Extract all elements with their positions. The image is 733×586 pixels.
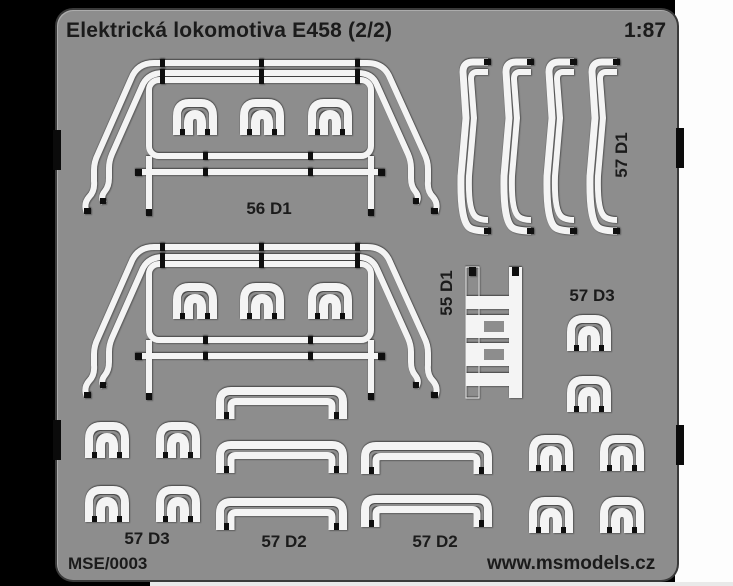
- scan-paper-edge-bottom: [150, 582, 733, 586]
- scan-paper-background-right: [675, 0, 733, 586]
- handles-57d3-bottom-left-graphic: [89, 426, 196, 522]
- handles-bottom-right-graphic: [533, 439, 640, 533]
- part-label-56d1: 56 D1: [246, 199, 292, 218]
- part-label-57d2-middle: 57 D2: [261, 532, 307, 551]
- handles-57d3-right-graphic: [571, 319, 607, 412]
- assembly-56d1-graphic: [84, 59, 438, 216]
- staples-57d2-middle-graphic: [220, 391, 343, 530]
- edge-tab-right-top: [676, 128, 684, 168]
- scale-label: 1:87: [623, 19, 666, 42]
- handrail-brackets-57d1-graphic: [461, 59, 620, 234]
- sheet-title: Elektrická lokomotiva E458 (2/2): [66, 19, 393, 42]
- edge-tab-left-bottom: [53, 420, 61, 460]
- sheet-code: MSE/0003: [68, 554, 148, 573]
- part-label-57d3-right: 57 D3: [569, 286, 615, 305]
- edge-tab-right-bottom: [676, 425, 684, 465]
- staples-57d2-right-graphic: [365, 446, 488, 527]
- part-label-55d1: 55 D1: [437, 270, 456, 316]
- part-label-57d3-bottom: 57 D3: [124, 529, 170, 548]
- website-text: www.msmodels.cz: [487, 553, 656, 574]
- part-label-57d1: 57 D1: [612, 132, 631, 178]
- etched-plate: [57, 10, 677, 580]
- assembly-55d1-graphic: [84, 243, 438, 400]
- edge-tab-left-top: [53, 130, 61, 170]
- ladder-graphic: [465, 266, 522, 399]
- part-label-57d2-right: 57 D2: [412, 532, 458, 551]
